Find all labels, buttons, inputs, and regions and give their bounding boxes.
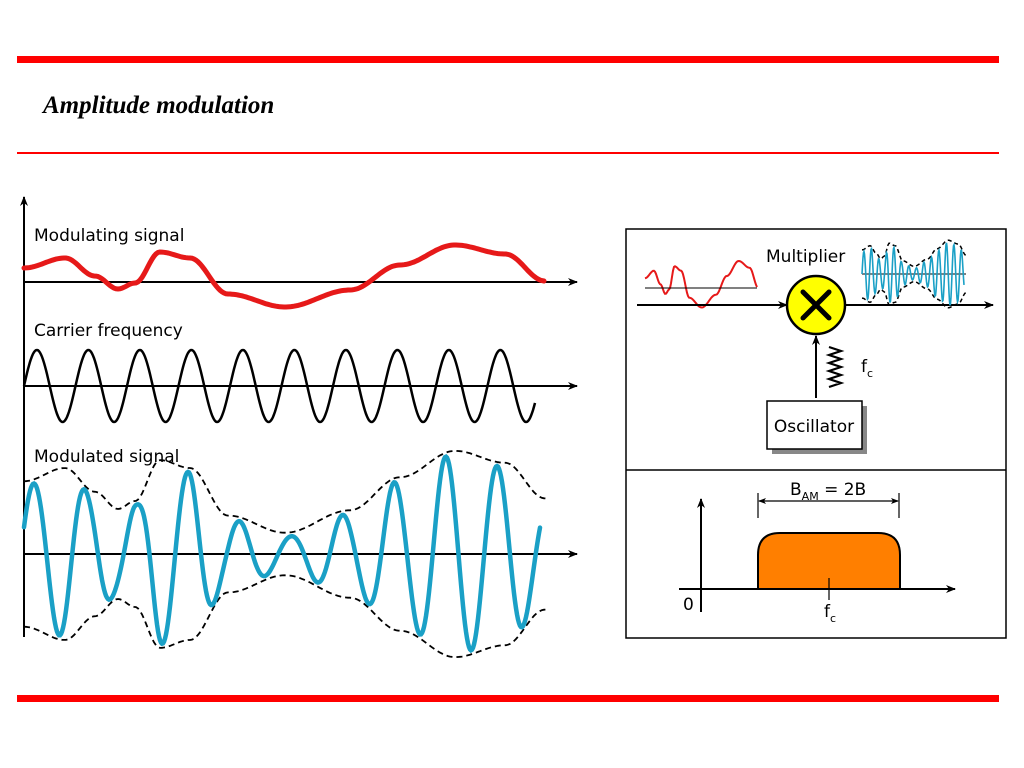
output-envelope-lower bbox=[861, 280, 967, 309]
bandwidth-label: BAM = 2B bbox=[790, 480, 866, 503]
spectrum-fc-label: fc bbox=[824, 602, 836, 625]
modulating-waveform bbox=[21, 242, 547, 310]
waveform-panel: Modulating signal Carrier frequency Modu… bbox=[20, 196, 578, 658]
modulating-signal-label: Modulating signal bbox=[34, 226, 184, 246]
carrier-frequency-label: Carrier frequency bbox=[34, 321, 183, 341]
modulated-waveform bbox=[21, 453, 543, 654]
top-accent-bar bbox=[17, 56, 999, 63]
output-envelope-upper bbox=[861, 239, 967, 268]
page-title: Amplitude modulation bbox=[43, 92, 275, 119]
multiply-x-stroke bbox=[800, 289, 832, 321]
envelope-upper bbox=[24, 450, 548, 534]
block-diagram-panel: Multiplier fc Oscillator 0 fc BAM = 2B bbox=[625, 228, 1007, 639]
input-signal-thumbnail bbox=[644, 259, 758, 309]
output-signal-thumbnail bbox=[861, 242, 965, 306]
multiplier-label: Multiplier bbox=[766, 247, 845, 267]
carrier-waveform bbox=[22, 348, 537, 424]
oscillation-icon bbox=[825, 345, 845, 389]
envelope-lower bbox=[24, 574, 548, 658]
am-band bbox=[757, 532, 901, 590]
oscillator-block bbox=[766, 400, 863, 450]
modulated-signal-label: Modulated signal bbox=[34, 447, 179, 467]
bottom-accent-bar bbox=[17, 695, 999, 702]
carrier-frequency-symbol: fc bbox=[861, 357, 873, 380]
oscillator-label: Oscillator bbox=[774, 417, 854, 437]
origin-label: 0 bbox=[683, 595, 694, 615]
title-divider bbox=[17, 152, 999, 154]
diagram-frame bbox=[625, 228, 1007, 639]
